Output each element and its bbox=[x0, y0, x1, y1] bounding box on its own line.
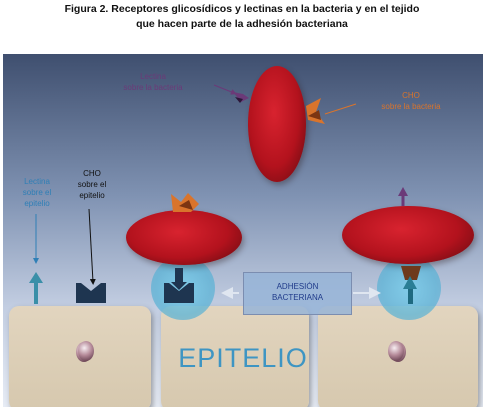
label-lectina-epitelio: Lectina sobre el epitelio bbox=[22, 177, 52, 208]
lectin-on-bacteria-icon bbox=[233, 92, 249, 103]
figure-caption: Figura 2. Receptores glicosídicos y lect… bbox=[0, 2, 484, 32]
adhesion-box: ADHESIÓN BACTERIANA bbox=[243, 272, 352, 315]
bound-cho-receptor-icon bbox=[164, 268, 194, 303]
cho-receptor-epithelium-icon bbox=[76, 283, 106, 303]
label-cho-epitelio: CHO sobre el epitelio bbox=[77, 169, 107, 200]
epithelial-cell-middle bbox=[161, 306, 309, 407]
adhesion-diagram: EPITELIO bbox=[3, 54, 483, 407]
nucleus-icon bbox=[388, 341, 404, 361]
lectin-receptor-epithelium-icon bbox=[29, 272, 43, 304]
epitelio-label: EPITELIO bbox=[178, 343, 308, 373]
label-lectina-bacteria: Lectina sobre la bacteria bbox=[123, 72, 183, 92]
adhesion-label-line-2: BACTERIANA bbox=[271, 293, 324, 302]
caption-line-2: que hacen parte de la adhesión bacterian… bbox=[136, 18, 348, 30]
bacterium-left bbox=[126, 210, 242, 265]
pointer-arrow-icon bbox=[213, 84, 237, 95]
bacterium-right bbox=[342, 206, 474, 264]
pointer-line-icon bbox=[324, 103, 357, 115]
label-cho-bacteria: CHO sobre la bacteria bbox=[381, 91, 441, 111]
bacterium-top bbox=[248, 66, 306, 182]
adhesion-label-line-1: ADHESIÓN bbox=[276, 282, 319, 291]
nucleus-icon bbox=[78, 341, 94, 361]
caption-line-1: Figura 2. Receptores glicosídicos y lect… bbox=[64, 3, 420, 15]
cho-on-bacteria-icon bbox=[306, 98, 325, 124]
lectin-on-bacteria-right-icon bbox=[398, 187, 408, 206]
bound-lectin-receptor-icon bbox=[401, 266, 421, 304]
cho-on-bacteria-left-icon bbox=[171, 193, 199, 212]
pointer-arrow-icon bbox=[88, 208, 96, 285]
receptors-and-arrows bbox=[29, 84, 421, 304]
